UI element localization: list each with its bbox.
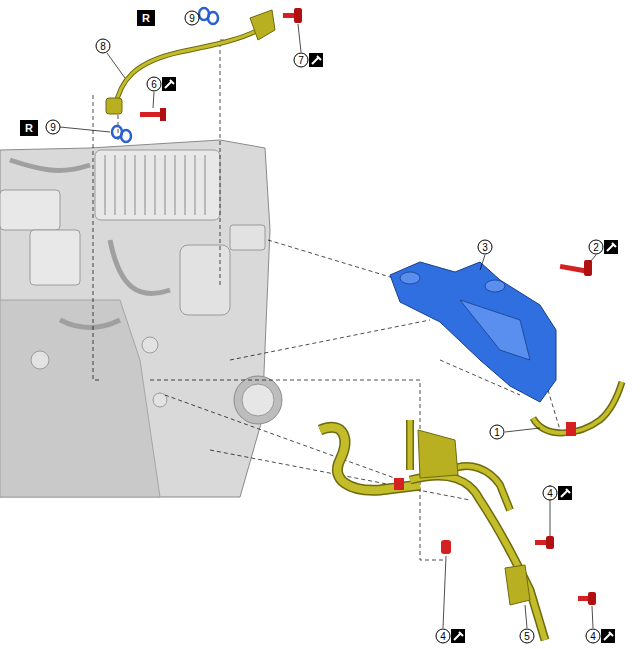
mark-letter: R bbox=[137, 10, 155, 26]
callout-number: 7 bbox=[294, 53, 309, 68]
callout-number: 5 bbox=[520, 629, 535, 644]
torque-icon bbox=[162, 53, 618, 643]
mark-letter: R bbox=[20, 120, 38, 136]
callout-number: 8 bbox=[96, 39, 111, 54]
replace-part-mark: R bbox=[137, 10, 155, 26]
callout-number: 4 bbox=[543, 486, 558, 501]
callout-number: 2 bbox=[589, 240, 604, 255]
callout-number: 9 bbox=[46, 120, 61, 135]
callout-number: 4 bbox=[586, 629, 601, 644]
callout-number: 3 bbox=[478, 240, 493, 255]
callout-number: 4 bbox=[436, 629, 451, 644]
replace-part-mark: R bbox=[20, 120, 38, 136]
callout-number: 1 bbox=[490, 425, 505, 440]
callout-number: 6 bbox=[147, 77, 162, 92]
callout-number: 9 bbox=[185, 11, 200, 26]
